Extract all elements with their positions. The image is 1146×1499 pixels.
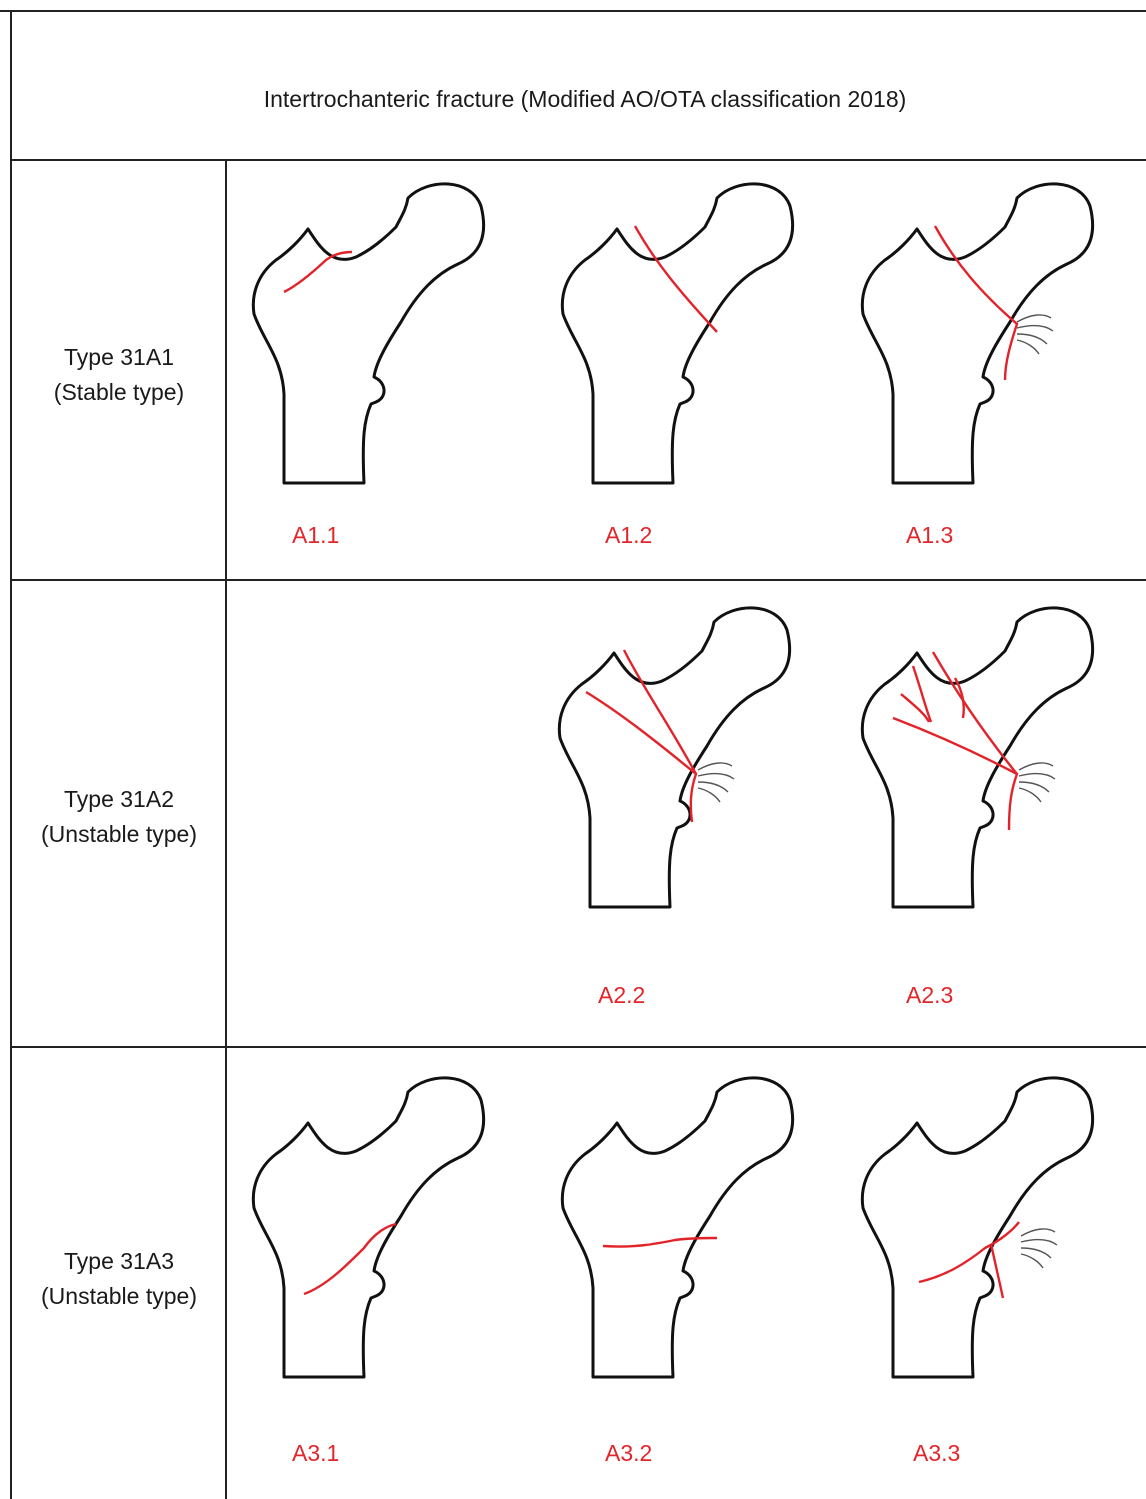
table-title: Intertrochanteric fracture (Modified AO/…	[12, 86, 1146, 113]
femur-a3-1	[253, 1078, 483, 1377]
row-label-a3: Type 31A3 (Unstable type)	[14, 1244, 224, 1314]
femur-a1-3	[862, 184, 1092, 483]
femur-a2-3	[862, 608, 1092, 907]
row-label-a2-line1: Type 31A2	[14, 782, 224, 817]
row-label-a3-line2: (Unstable type)	[14, 1279, 224, 1314]
femur-a1-1	[253, 184, 483, 483]
femur-a2-2	[559, 608, 789, 907]
code-a1-1: A1.1	[292, 522, 339, 549]
code-a2-2: A2.2	[598, 982, 645, 1009]
row-label-a2: Type 31A2 (Unstable type)	[14, 782, 224, 852]
code-a3-3: A3.3	[913, 1440, 960, 1467]
row-label-a1-line2: (Stable type)	[14, 375, 224, 410]
row-label-a1: Type 31A1 (Stable type)	[14, 340, 224, 410]
femur-a1-2	[562, 184, 792, 483]
femur-a3-3	[862, 1078, 1092, 1377]
row-label-a1-line1: Type 31A1	[14, 340, 224, 375]
code-a1-3: A1.3	[906, 522, 953, 549]
code-a1-2: A1.2	[605, 522, 652, 549]
row-label-a2-line2: (Unstable type)	[14, 817, 224, 852]
code-a2-3: A2.3	[906, 982, 953, 1009]
code-a3-2: A3.2	[605, 1440, 652, 1467]
femur-a3-2	[562, 1078, 792, 1377]
row-label-a3-line1: Type 31A3	[14, 1244, 224, 1279]
code-a3-1: A3.1	[292, 1440, 339, 1467]
